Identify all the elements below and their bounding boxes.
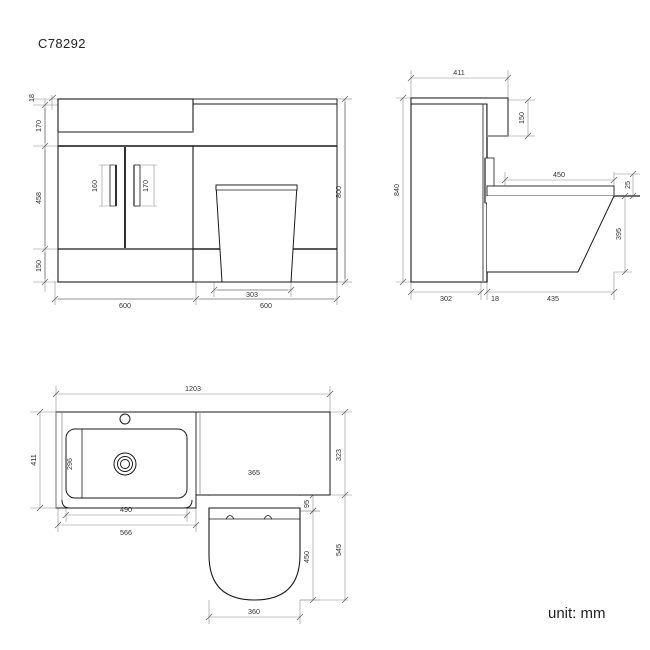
dim-plan-seat-length: 450 — [302, 551, 311, 563]
side-elevation-view: 411 150 840 450 25 395 302 18 435 — [392, 68, 640, 303]
plan-toilet-seat — [208, 507, 301, 601]
dim-side-toilet-depth: 435 — [547, 294, 559, 303]
dim-plan-pan-width: 360 — [248, 607, 260, 616]
plan-view: 1203 411 296 490 566 323 365 95 450 545 … — [29, 384, 352, 624]
dim-front-basin-height: 170 — [34, 120, 43, 132]
dim-plan-basin-inner-width: 490 — [120, 505, 132, 514]
dim-side-counter-depth: 411 — [453, 68, 464, 77]
dim-front-door-height: 458 — [34, 192, 43, 204]
unit-label: unit: mm — [548, 605, 606, 622]
dim-plan-toilet-total-length: 545 — [334, 544, 343, 556]
dim-plan-cabinet-depth: 411 — [29, 454, 38, 465]
dim-plan-basin-outer-width: 566 — [120, 528, 132, 537]
dim-front-toilet-section-width: 600 — [260, 301, 272, 310]
dim-front-cabinet-width: 600 — [119, 301, 131, 310]
dim-front-total-height: 800 — [334, 186, 343, 198]
dim-plan-toilet-offset-depth: 323 — [334, 449, 343, 461]
side-dimension-ticks — [399, 74, 637, 296]
seat-bumper-left-icon — [225, 515, 235, 520]
dim-side-gap: 18 — [491, 294, 499, 303]
front-elevation-view: 18 170 458 150 800 600 600 303 160 170 — [27, 94, 352, 310]
dim-plan-basin-inner-depth: 296 — [65, 458, 74, 470]
dim-plan-seat-width: 365 — [248, 468, 260, 477]
page-title: C78292 — [38, 36, 86, 51]
dim-plan-total-width: 1203 — [185, 384, 201, 393]
front-dimension-arrows — [44, 102, 346, 300]
dim-side-total-height: 840 — [392, 184, 401, 196]
dim-front-toilet-base-width: 303 — [246, 290, 258, 299]
dim-front-plinth-height: 150 — [34, 260, 43, 272]
plan-basin — [65, 413, 188, 499]
front-basin — [57, 98, 194, 133]
dim-side-cabinet-depth: 302 — [440, 294, 452, 303]
dim-side-counter-drop: 150 — [517, 112, 526, 124]
front-door-handle-right — [133, 164, 157, 207]
tap-hole-icon — [119, 413, 131, 425]
side-counter-overhang — [410, 97, 509, 137]
dim-side-seat-lip: 25 — [623, 181, 632, 189]
dim-front-handle-right: 170 — [141, 180, 150, 192]
dim-side-cistern-depth: 450 — [553, 170, 565, 179]
seat-bumper-right-icon — [263, 515, 273, 520]
side-cabinet-body — [410, 97, 488, 283]
front-dimension-ticks — [41, 94, 349, 303]
side-toilet-pan — [487, 195, 615, 273]
dim-side-pan-height: 395 — [614, 228, 623, 240]
side-cistern — [486, 185, 640, 197]
dim-front-handle-left: 160 — [90, 180, 99, 192]
front-door-handle-left — [99, 164, 117, 207]
front-toilet-pan — [215, 184, 298, 283]
dim-plan-seat-top-gap: 95 — [302, 500, 311, 508]
dim-front-basin-lip: 18 — [27, 94, 36, 102]
